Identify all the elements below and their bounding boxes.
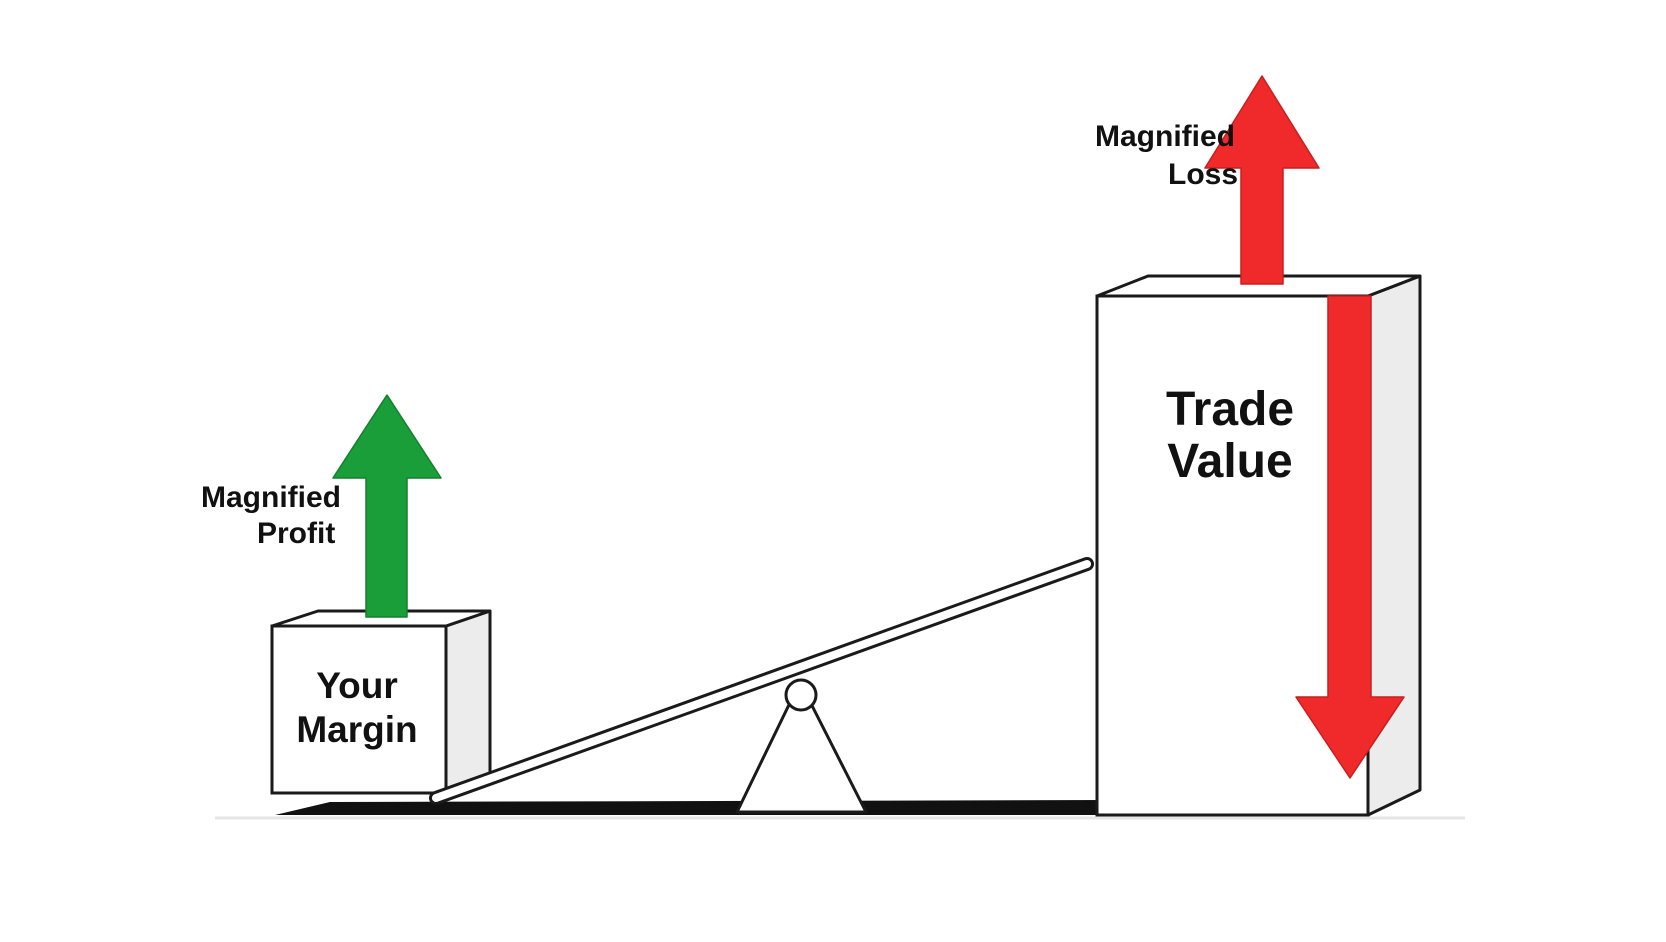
lever-plank	[429, 557, 1094, 805]
margin-box-front	[270, 624, 448, 795]
loss-label-line1: Magnified	[1095, 120, 1235, 153]
arrow-down-icon	[1295, 295, 1405, 779]
fulcrum-triangle	[735, 680, 868, 814]
margin-label-line2: Margin	[296, 709, 417, 750]
fulcrum	[735, 680, 868, 814]
your-margin-box: Your Margin	[270, 609, 492, 795]
loss-label-line2: Loss	[1168, 158, 1238, 191]
trade-value-box: Trade Value	[1095, 274, 1422, 817]
trade-label-line1: Trade	[1166, 383, 1294, 436]
arrow-up-icon	[1204, 75, 1320, 285]
profit-label-line2: Profit	[257, 517, 335, 550]
margin-label-line1: Your	[316, 665, 398, 706]
ground-bar	[275, 800, 1110, 815]
fulcrum-pivot	[784, 678, 818, 712]
margin-box-side	[444, 609, 492, 795]
profit-label-line1: Magnified	[201, 481, 341, 514]
arrow-up-icon	[332, 394, 442, 618]
trade-label-line2: Value	[1167, 435, 1292, 488]
